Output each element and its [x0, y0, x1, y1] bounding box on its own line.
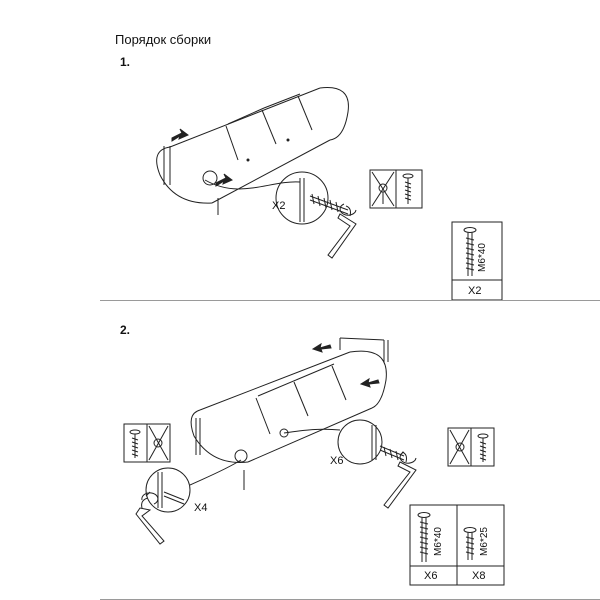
step-2-parts-box	[409, 504, 505, 586]
step-2-left-callout-qty: X4	[194, 502, 208, 514]
step-1-arrow-upper	[171, 128, 189, 142]
step-1-number: 1.	[120, 55, 131, 69]
step-2-bolt-b-label: M6*25	[478, 527, 490, 556]
step-1-detail-callout	[275, 171, 351, 225]
step-2-left-detail-callout	[141, 467, 191, 513]
step-2-right-callout-qty: X6	[330, 455, 344, 467]
step-2-arrow-upper	[311, 342, 332, 353]
step-1-hex-key	[327, 203, 357, 259]
step-1-parts-qty: X2	[468, 285, 482, 297]
step-1-arrow-lower	[215, 173, 233, 187]
step-1-cabinet-drawing	[156, 87, 349, 215]
step-2-arrow-lower	[359, 377, 380, 388]
step-2-tool-icon-box-left	[123, 423, 171, 463]
step-1-callout-qty: X2	[272, 200, 286, 212]
step-2-right-hex-key	[383, 451, 417, 509]
step-2-tool-icon-box-right	[447, 427, 495, 467]
step-2-bolt-a-label: M6*40	[432, 527, 444, 556]
step-2-right-detail-callout	[337, 419, 407, 465]
step-2-bolt-b-qty: X8	[472, 570, 486, 582]
step-2-cabinet-drawing	[189, 337, 389, 490]
page-title: Порядок сборки	[115, 32, 212, 47]
step-2-bolt-a-qty: X6	[424, 570, 438, 582]
step-2-number: 2.	[120, 323, 131, 337]
step-1-tool-icon-box	[369, 169, 423, 209]
section-divider	[100, 300, 600, 301]
step-2-left-hex-key	[135, 492, 165, 545]
step-1-bolt-label: M6*40	[476, 243, 488, 272]
